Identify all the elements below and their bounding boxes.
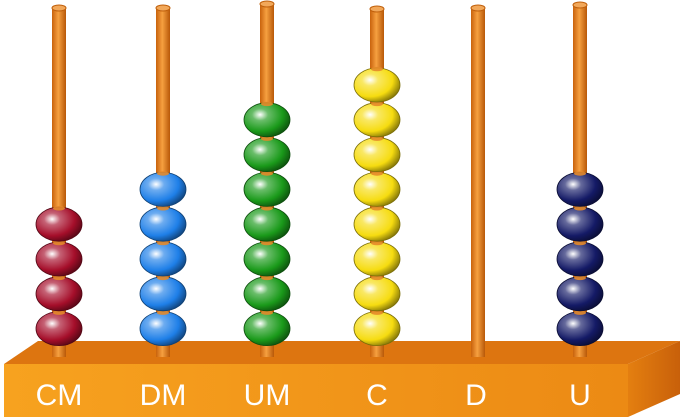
rod-top xyxy=(572,1,588,9)
rod-label-d: D xyxy=(465,379,487,412)
rod-top xyxy=(369,5,385,13)
bead xyxy=(139,240,187,277)
rod-label-um: UM xyxy=(244,379,291,412)
rod-top xyxy=(51,4,67,12)
bead xyxy=(243,240,291,277)
bead xyxy=(556,171,604,207)
bead xyxy=(353,101,401,138)
rod-um xyxy=(243,0,291,357)
bead xyxy=(556,310,604,347)
rod-top xyxy=(259,0,275,8)
abacus-base xyxy=(4,341,680,417)
rod-c xyxy=(353,5,401,357)
bead xyxy=(139,171,187,207)
bead xyxy=(243,206,291,242)
bead xyxy=(243,136,291,173)
bead xyxy=(243,101,291,138)
bead xyxy=(353,310,401,347)
bead xyxy=(35,310,83,347)
rod-label-cm: CM xyxy=(36,379,83,412)
bead xyxy=(243,310,291,347)
bead xyxy=(353,136,401,173)
rod-top xyxy=(470,4,486,12)
bead xyxy=(556,206,604,242)
bead xyxy=(353,66,401,103)
bead xyxy=(35,275,83,312)
bead xyxy=(556,240,604,277)
rod-label-dm: DM xyxy=(140,379,187,412)
rod-top xyxy=(155,4,171,12)
bead xyxy=(556,275,604,312)
rod-stick xyxy=(471,8,485,357)
bead xyxy=(353,171,401,207)
base-front xyxy=(4,364,628,417)
bead xyxy=(243,171,291,207)
base-side xyxy=(628,341,680,417)
bead xyxy=(35,206,83,242)
rod-cm xyxy=(35,4,83,357)
rod-dm xyxy=(139,4,187,357)
bead xyxy=(353,275,401,312)
bead xyxy=(139,275,187,312)
base-top xyxy=(4,341,680,364)
rod-u xyxy=(556,1,604,357)
labels-layer: CM DM UM C D U xyxy=(36,379,591,412)
rod-label-u: U xyxy=(569,379,591,412)
bead xyxy=(353,206,401,242)
bead xyxy=(35,240,83,277)
rod-label-c: C xyxy=(366,379,388,412)
bead xyxy=(139,206,187,242)
rod-d xyxy=(470,4,486,357)
bead xyxy=(353,240,401,277)
bead xyxy=(243,275,291,312)
rods-layer xyxy=(35,0,604,357)
bead xyxy=(139,310,187,347)
